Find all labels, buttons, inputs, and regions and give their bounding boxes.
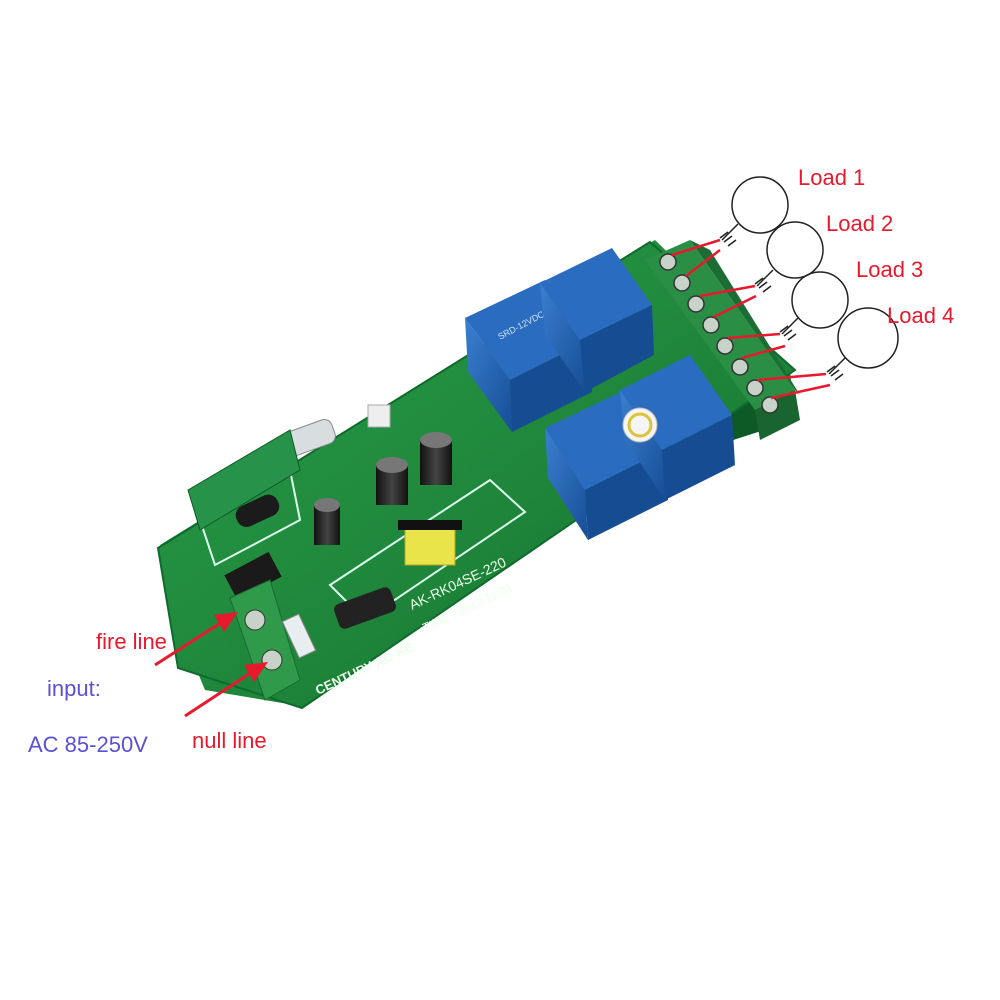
load-3-label: Load 3 bbox=[856, 257, 924, 282]
arrows bbox=[154, 612, 268, 718]
load-2-label: Load 2 bbox=[826, 211, 894, 236]
bulb-4 bbox=[837, 307, 899, 369]
input-terminal-block bbox=[229, 579, 301, 701]
fire-line-label: fire line bbox=[96, 629, 167, 654]
bulbs bbox=[719, 176, 899, 381]
capacitors bbox=[314, 432, 452, 629]
load-terminal-block bbox=[645, 240, 800, 440]
bulb-2 bbox=[766, 221, 824, 279]
input-label: input: bbox=[47, 676, 101, 701]
load-wires bbox=[671, 238, 831, 400]
ic-chip bbox=[224, 551, 282, 601]
load-4-label: Load 4 bbox=[887, 303, 955, 328]
rf-module bbox=[187, 429, 301, 531]
learn-button bbox=[367, 404, 391, 428]
relay-2 bbox=[540, 248, 654, 392]
null-line-label: null line bbox=[192, 728, 267, 753]
relay-4 bbox=[620, 355, 735, 500]
fuse bbox=[281, 613, 317, 659]
transformer bbox=[398, 520, 462, 566]
bulb-3 bbox=[791, 271, 849, 329]
bulb-1 bbox=[731, 176, 789, 234]
load-1-label: Load 1 bbox=[798, 165, 866, 190]
input-voltage-label: AC 85-250V bbox=[28, 732, 148, 757]
